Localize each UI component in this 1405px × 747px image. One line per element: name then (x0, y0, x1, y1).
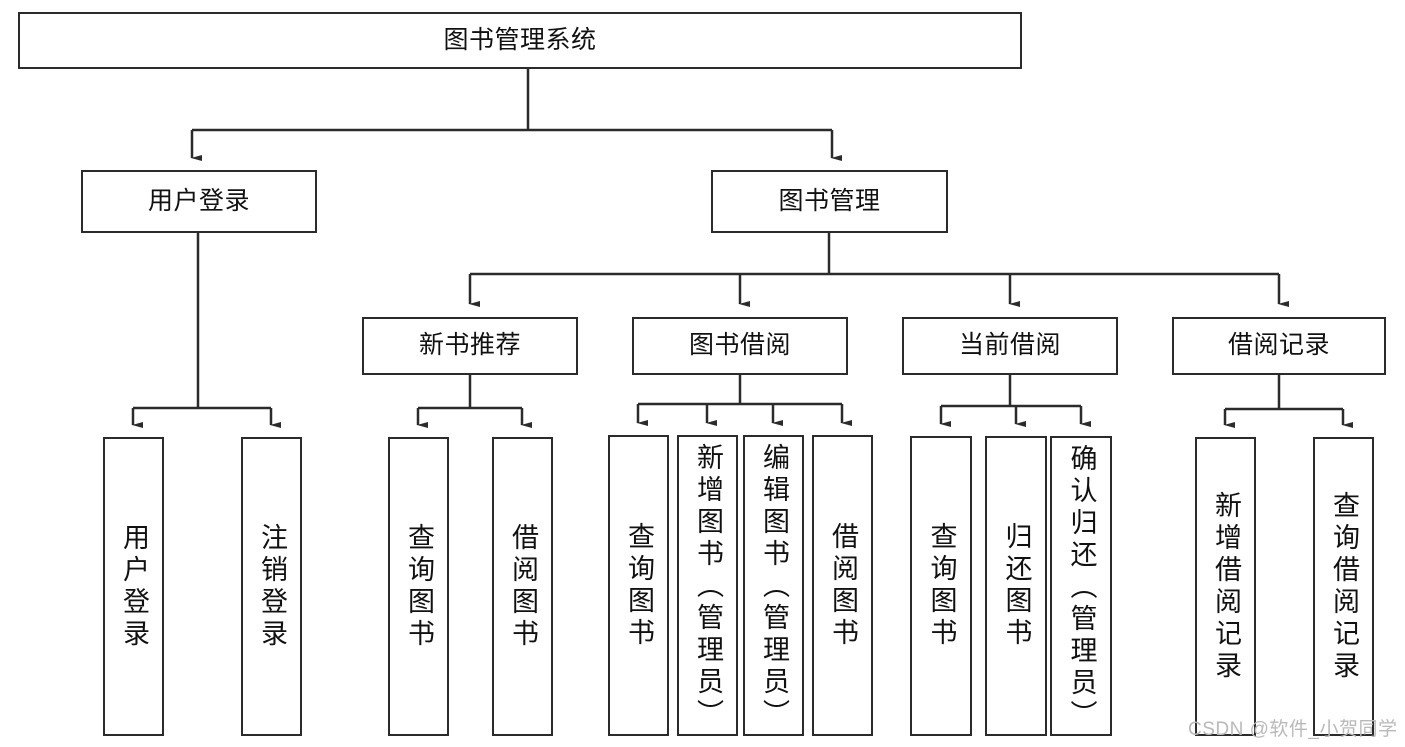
node-label: 归还图书 (1001, 522, 1032, 650)
node-book-management[interactable]: 图书管理 (711, 170, 948, 233)
leaf-logout-login[interactable]: 注销登录 (241, 437, 302, 736)
leaf-add-book-admin[interactable]: 新增图书（管理员） (677, 435, 738, 736)
node-label: 查询图书 (624, 521, 654, 650)
node-label: 用户登录 (147, 186, 250, 215)
leaf-edit-book-admin[interactable]: 编辑图书（管理员） (743, 435, 804, 736)
node-label: 新增借阅记录 (1211, 490, 1241, 683)
node-label: 借阅图书 (508, 522, 538, 651)
node-label: 确认归还（管理员） (1066, 444, 1097, 732)
leaf-query-books-newbook[interactable]: 查询图书 (388, 437, 449, 736)
leaf-query-books-borrow[interactable]: 查询图书 (608, 435, 669, 736)
leaf-user-login[interactable]: 用户登录 (103, 437, 164, 736)
node-current-borrowing[interactable]: 当前借阅 (902, 317, 1118, 375)
node-label: 查询借阅记录 (1329, 490, 1359, 683)
leaf-borrow-books-borrow[interactable]: 借阅图书 (812, 435, 873, 736)
leaf-confirm-return-admin[interactable]: 确认归还（管理员） (1050, 436, 1112, 736)
node-book-borrowing[interactable]: 图书借阅 (632, 317, 848, 375)
node-label: 查询图书 (404, 522, 434, 651)
leaf-query-borrow-record[interactable]: 查询借阅记录 (1313, 437, 1374, 736)
watermark-text: CSDN @软件_小贺同学 (1188, 719, 1398, 740)
node-label: 编辑图书（管理员） (759, 443, 789, 731)
leaf-query-books-current[interactable]: 查询图书 (910, 436, 972, 736)
node-label: 用户登录 (119, 522, 149, 651)
leaf-borrow-books-newbook[interactable]: 借阅图书 (492, 437, 553, 736)
node-user-login[interactable]: 用户登录 (81, 170, 317, 233)
leaf-return-books[interactable]: 归还图书 (985, 436, 1047, 736)
node-label: 借阅图书 (828, 521, 858, 650)
node-new-book-recommendation[interactable]: 新书推荐 (362, 317, 578, 375)
node-label: 新书推荐 (418, 331, 521, 360)
node-label: 图书借阅 (688, 331, 791, 360)
node-label: 查询图书 (926, 522, 957, 650)
node-label: 新增图书（管理员） (693, 443, 723, 731)
node-borrow-records[interactable]: 借阅记录 (1172, 317, 1386, 375)
node-root-library-management-system[interactable]: 图书管理系统 (18, 12, 1022, 69)
leaf-add-borrow-record[interactable]: 新增借阅记录 (1195, 437, 1256, 736)
node-label: 借阅记录 (1227, 331, 1330, 360)
node-label: 注销登录 (257, 522, 287, 651)
node-label: 当前借阅 (958, 331, 1061, 360)
node-label: 图书管理系统 (443, 25, 597, 54)
node-label: 图书管理 (778, 186, 881, 215)
